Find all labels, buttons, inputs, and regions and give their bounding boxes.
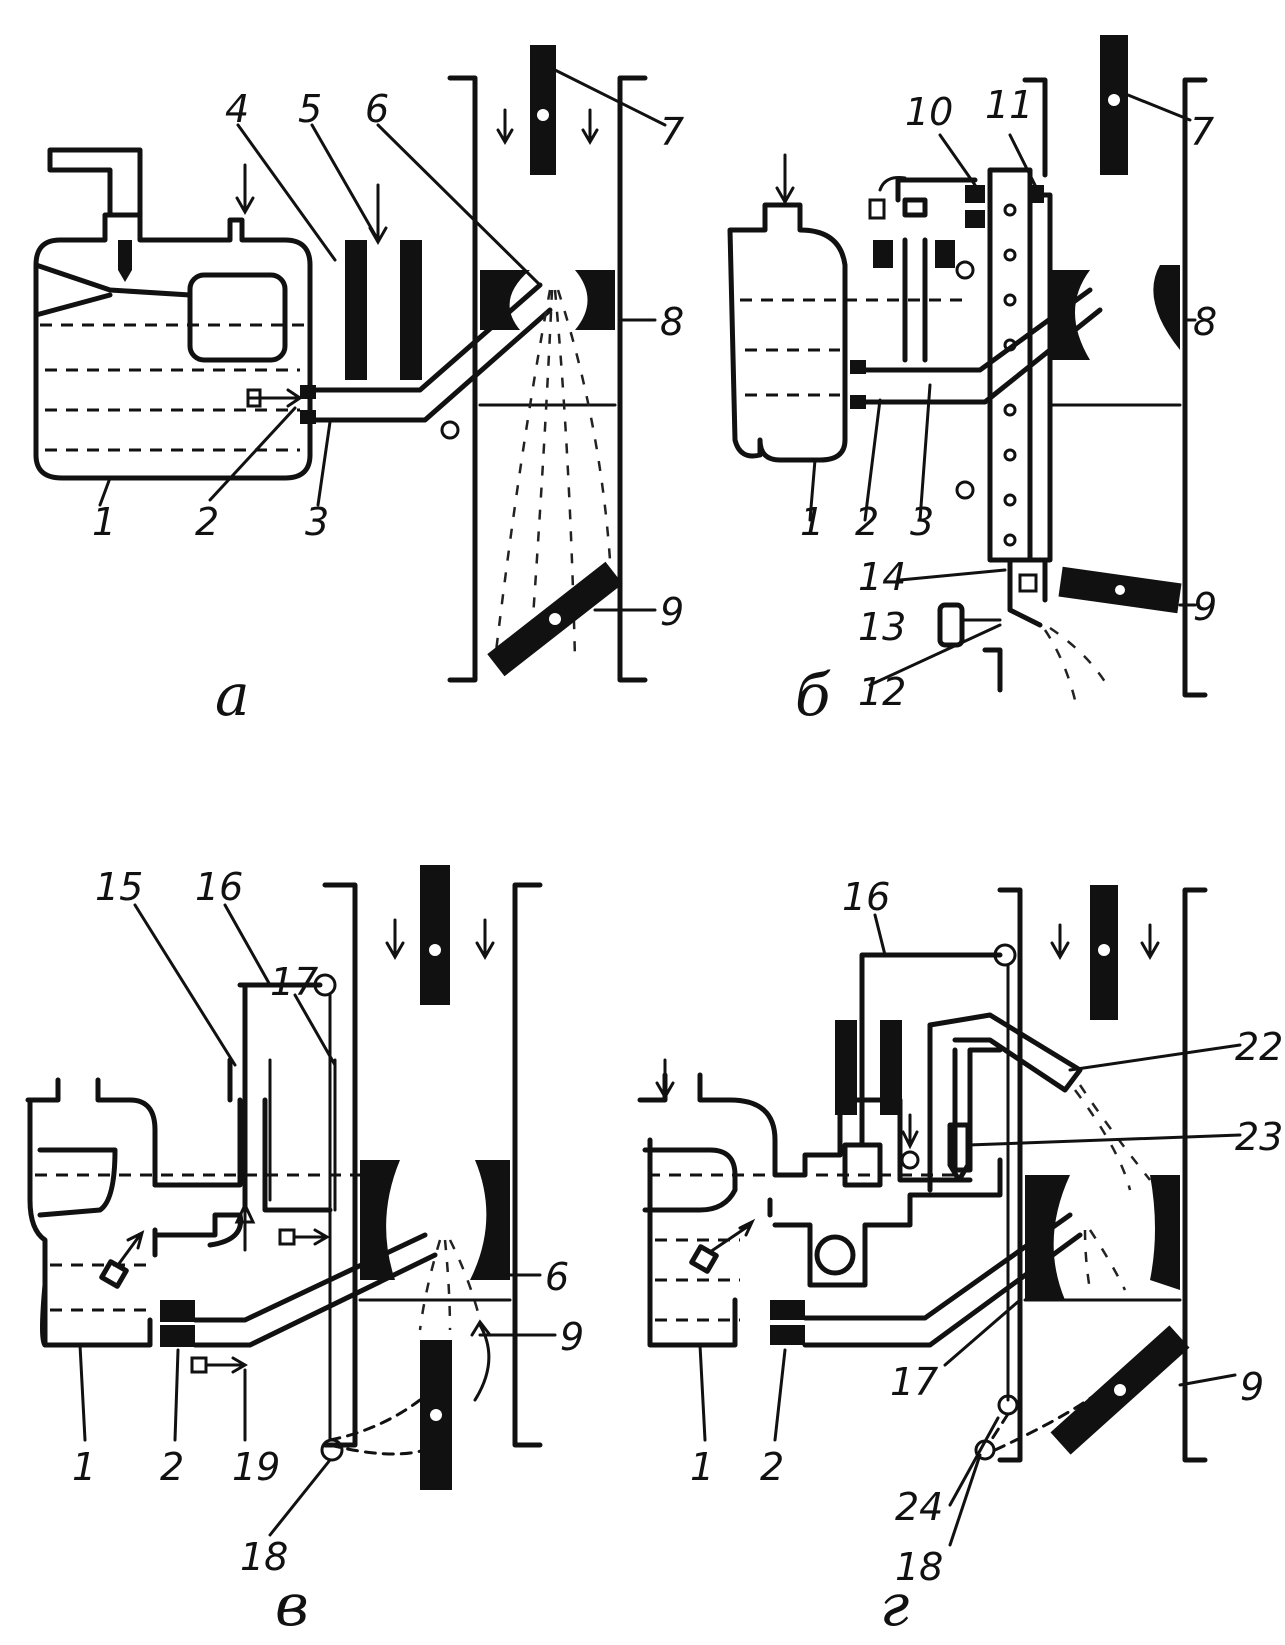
- label-9: 9: [1240, 1365, 1264, 1409]
- diffuser-right: [575, 270, 615, 330]
- air-damper: [420, 865, 450, 1005]
- label-3: 3: [910, 500, 934, 544]
- label-2: 2: [160, 1445, 184, 1489]
- label-17: 17: [270, 960, 318, 1004]
- panel-letter-g: г: [880, 1571, 909, 1639]
- label-9: 9: [660, 590, 684, 634]
- panel-b: 1 2 3 7 8 9 10 11 12 13 14 б: [727, 35, 1217, 729]
- main-jet: [850, 360, 866, 374]
- label-13: 13: [858, 605, 906, 649]
- label-4: 4: [225, 87, 249, 131]
- float-chamber: [33, 212, 313, 481]
- diffuser-left: [360, 1160, 400, 1280]
- label-5: 5: [298, 87, 322, 131]
- label-8: 8: [1193, 300, 1217, 344]
- main-jet: [300, 385, 316, 399]
- check-ball: [814, 1234, 856, 1276]
- label-3: 3: [305, 500, 329, 544]
- label-9: 9: [560, 1315, 584, 1359]
- label-7: 7: [660, 110, 684, 154]
- throat-wall-right: [1182, 887, 1208, 1463]
- float: [37, 1147, 118, 1218]
- label-1: 1: [72, 1445, 96, 1489]
- diffuser-left: [1050, 270, 1090, 360]
- label-22: 22: [1235, 1025, 1283, 1069]
- throat-wall-right: [617, 75, 648, 683]
- throat-wall-right: [1182, 77, 1208, 698]
- label-11: 11: [985, 83, 1033, 127]
- float-lever: [33, 262, 193, 318]
- label-2: 2: [760, 1445, 784, 1489]
- pump-nozzle: [927, 1012, 1083, 1093]
- label-1: 1: [92, 500, 116, 544]
- label-6: 6: [365, 87, 389, 131]
- label-10: 10: [905, 90, 953, 134]
- label-1: 1: [690, 1445, 714, 1489]
- label-24: 24: [895, 1485, 943, 1529]
- float: [642, 1147, 738, 1213]
- label-7: 7: [1190, 110, 1214, 154]
- air-jet-wall-right: [400, 240, 422, 380]
- pump-piston: [842, 1142, 883, 1188]
- diffuser-left: [1025, 1175, 1070, 1300]
- panel-letter-a: a: [215, 661, 250, 729]
- label-15: 15: [95, 865, 143, 909]
- main-jet: [770, 1300, 805, 1320]
- diffuser-right: [470, 1160, 510, 1280]
- float: [187, 272, 288, 363]
- panel-letter-v: в: [275, 1571, 309, 1639]
- label-14: 14: [858, 555, 906, 599]
- panel-a: 1 2 3 4 5 6 7 8 9 a: [33, 45, 684, 729]
- diffuser-right: [1153, 265, 1180, 350]
- label-18: 18: [895, 1545, 943, 1589]
- panel-v: 1 2 6 9 15 16 17 18 19 в: [25, 865, 584, 1639]
- emulsion-tube: [987, 167, 1033, 563]
- diffuser-right: [1150, 1175, 1180, 1290]
- needle-valve: [118, 240, 132, 282]
- main-jet: [160, 1300, 195, 1322]
- label-1: 1: [800, 500, 824, 544]
- label-19: 19: [232, 1445, 280, 1489]
- air-jet-wall-left: [345, 240, 367, 380]
- float-chamber: [25, 1077, 158, 1348]
- panel-g: 1 2 9 16 17 18 22 23 24 г: [637, 875, 1283, 1639]
- diffuser-left: [480, 270, 530, 330]
- throat-wall-left: [447, 75, 478, 683]
- throat-wall-left: [997, 887, 1023, 1463]
- fuel-inlet-pipe: [47, 147, 143, 218]
- label-9: 9: [1193, 585, 1217, 629]
- label-6: 6: [545, 1255, 569, 1299]
- idle-screw: [937, 602, 965, 648]
- label-12: 12: [858, 670, 906, 714]
- label-17: 17: [890, 1360, 938, 1404]
- label-23: 23: [1235, 1115, 1283, 1159]
- label-16: 16: [842, 875, 890, 919]
- discharge-valve: [947, 1122, 971, 1183]
- fuel-channel: [192, 1232, 438, 1348]
- label-2: 2: [195, 500, 219, 544]
- throat-wall-right: [512, 882, 543, 1448]
- label-18: 18: [240, 1535, 288, 1579]
- label-16: 16: [195, 865, 243, 909]
- air-jet-10: [965, 185, 985, 203]
- float-chamber: [727, 202, 848, 463]
- label-8: 8: [660, 300, 684, 344]
- label-2: 2: [855, 500, 879, 544]
- panel-letter-b: б: [795, 661, 831, 729]
